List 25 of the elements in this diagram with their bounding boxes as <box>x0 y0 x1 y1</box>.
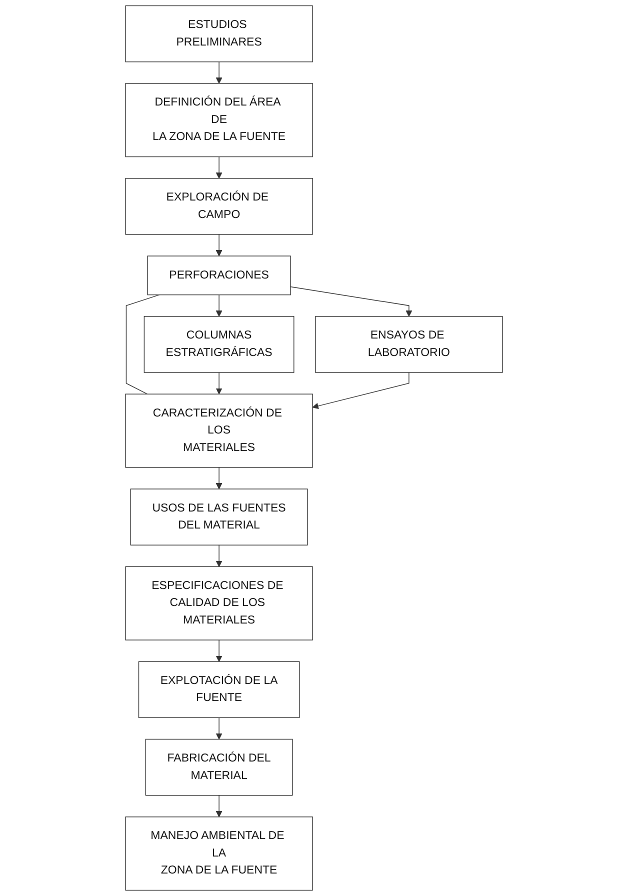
arrow <box>216 61 222 84</box>
node-box: COLUMNAS ESTRATIGRÁFICAS <box>144 316 294 373</box>
arrow <box>216 544 222 567</box>
node-box: CARACTERIZACIÓN DE LOS MATERIALES <box>125 394 313 468</box>
node-box: DEFINICIÓN DEL ÁREA DE LA ZONA DE LA FUENTE <box>125 83 313 158</box>
node-box: ESPECIFICACIONES DE CALIDAD DE LOS MATERIALES <box>125 566 313 640</box>
node-box: EXPLORACIÓN DE CAMPO <box>125 178 313 235</box>
arrow <box>312 372 410 410</box>
arrow <box>216 294 222 317</box>
node-box: MANEJO AMBIENTAL DE LA ZONA DE LA FUENTE <box>125 816 313 891</box>
arrow <box>216 156 222 179</box>
arrow <box>216 794 222 818</box>
arrow <box>216 640 222 662</box>
arrow <box>216 234 222 256</box>
arrow <box>216 467 222 490</box>
node-box: EXPLOTACIÓN DE LA FUENTE <box>138 661 300 718</box>
connector <box>126 294 160 394</box>
arrow <box>216 372 222 394</box>
node-box: ENSAYOS DE LABORATORIO <box>315 316 503 373</box>
arrow <box>216 717 222 740</box>
node-box: PERFORACIONES <box>147 256 291 296</box>
node-box: USOS DE LAS FUENTES DEL MATERIAL <box>130 488 308 546</box>
node-box: FABRICACIÓN DEL MATERIAL <box>145 738 293 796</box>
node-box: ESTUDIOS PRELIMINARES <box>125 5 313 62</box>
arrow <box>290 286 412 317</box>
